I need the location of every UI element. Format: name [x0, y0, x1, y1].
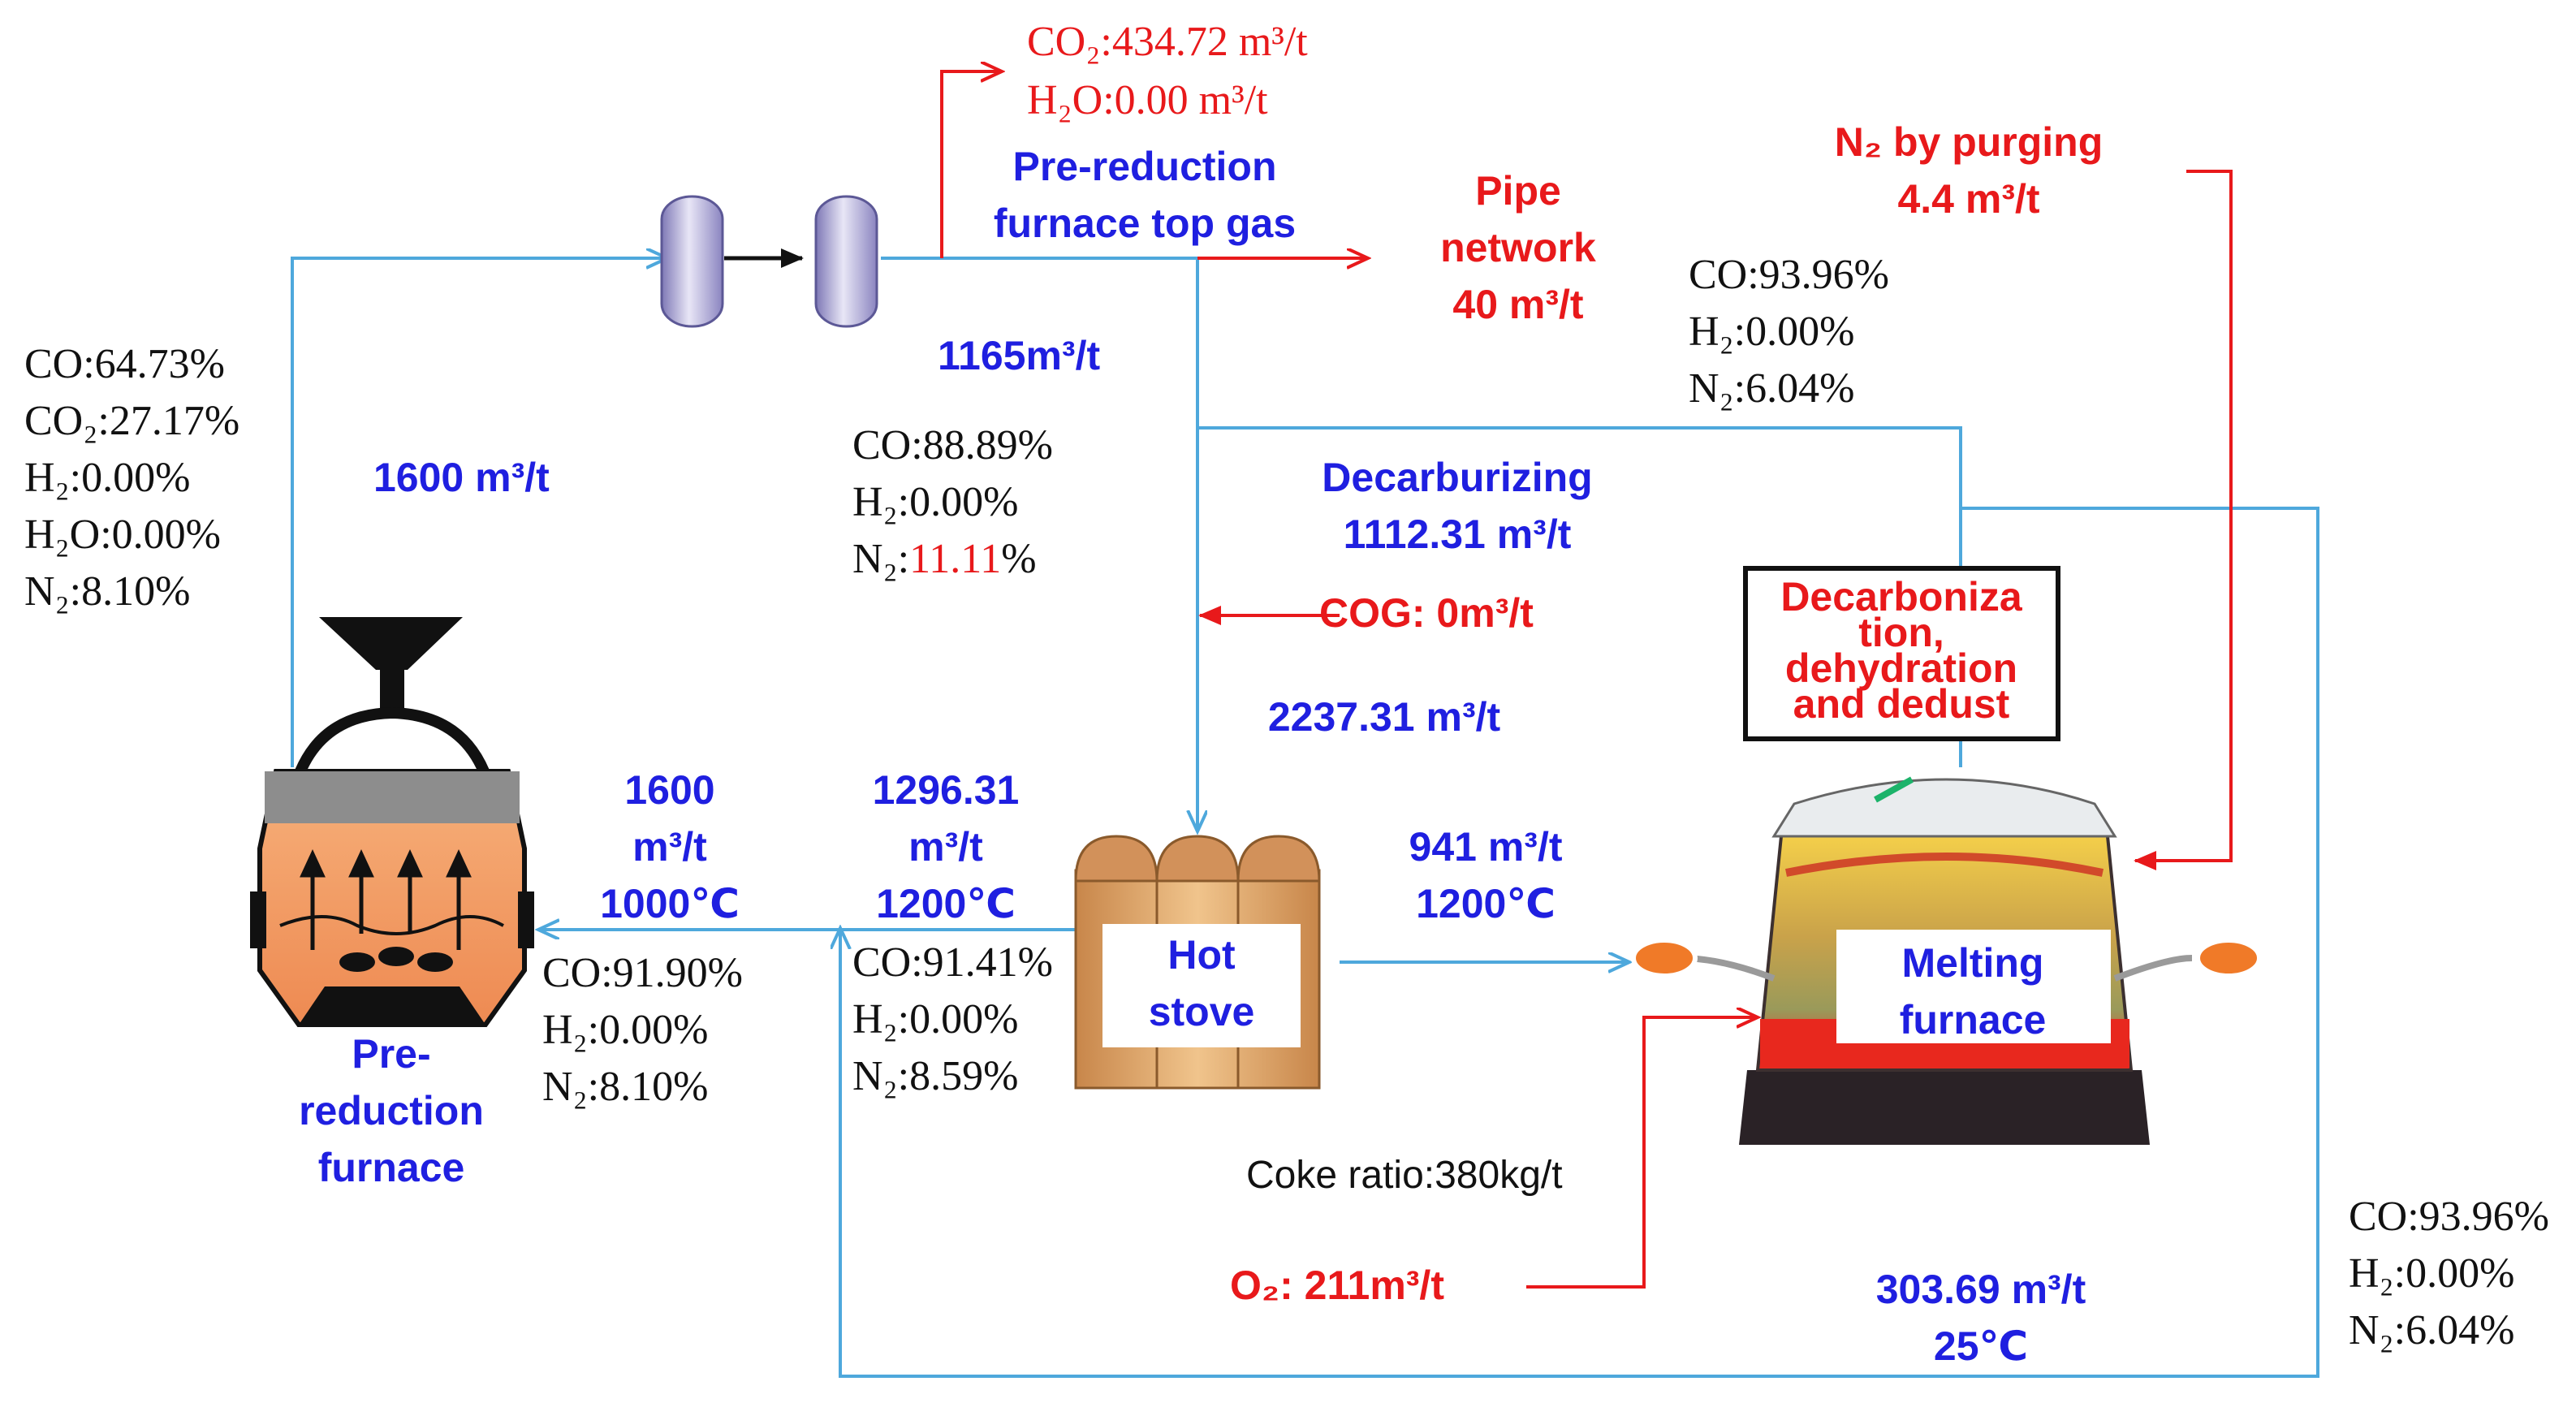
exhaust-co2: CO₂:434.72 m³/t: [1027, 19, 1308, 65]
svg-text:Hot: Hot: [1167, 932, 1236, 978]
svg-text:1600: 1600: [624, 767, 714, 813]
exhaust-h2o: H₂O:0.00 m³/t: [1027, 77, 1268, 123]
svg-text:N₂:8.59%: N₂:8.59%: [852, 1053, 1018, 1099]
svg-text:1000℃: 1000℃: [600, 881, 740, 926]
pre-reduction-furnace-label: Pre- reduction furnace: [299, 1031, 484, 1190]
decarburizing-label: Decarburizing 1112.31 m³/t: [1322, 455, 1592, 557]
svg-text:H₂:0.00%: H₂:0.00%: [852, 996, 1018, 1043]
svg-text:1112.31 m³/t: 1112.31 m³/t: [1344, 512, 1572, 557]
n2-purging-label: N₂ by purging 4.4 m³/t: [1835, 119, 2104, 222]
flow-2237: 2237.31 m³/t: [1268, 694, 1501, 740]
svg-text:and dedust: and dedust: [1793, 681, 2010, 727]
svg-text:CO:91.90%: CO:91.90%: [542, 950, 743, 996]
hot-stove-label: Hot stove: [1149, 932, 1255, 1034]
svg-text:H₂:0.00%: H₂:0.00%: [542, 1007, 708, 1053]
coke-ratio: Coke ratio:380kg/t: [1246, 1154, 1563, 1197]
flow-1165: 1165m³/t: [938, 333, 1100, 378]
svg-text:H₂:0.00%: H₂:0.00%: [24, 455, 190, 501]
svg-text:941 m³/t: 941 m³/t: [1409, 824, 1563, 870]
return-flow-label: 303.69 m³/t 25℃: [1876, 1267, 2086, 1369]
svg-text:N₂:8.10%: N₂:8.10%: [24, 568, 190, 615]
svg-text:furnace: furnace: [1900, 997, 2047, 1043]
svg-text:stove: stove: [1149, 989, 1255, 1034]
pipe-network-label: Pipe network 40 m³/t: [1440, 168, 1596, 327]
svg-text:Decarboniza: Decarboniza: [1780, 574, 2023, 619]
svg-text:N₂:6.04%: N₂:6.04%: [1689, 365, 1854, 412]
separator-column-1: [660, 195, 724, 328]
svg-text:CO:88.89%: CO:88.89%: [852, 422, 1053, 468]
pre-reduction-top-gas-label: Pre-reduction furnace top gas: [994, 144, 1296, 246]
top-exhaust-composition: CO₂:434.72 m³/t H₂O:0.00 m³/t: [1027, 19, 1308, 123]
stove-feed-composition: CO:91.41% H₂:0.00% N₂:8.59%: [852, 939, 1053, 1099]
svg-text:CO:93.96%: CO:93.96%: [1689, 252, 1889, 298]
svg-text:40 m³/t: 40 m³/t: [1452, 282, 1584, 327]
svg-text:Pipe: Pipe: [1475, 168, 1561, 214]
svg-text:Melting: Melting: [1902, 940, 2044, 986]
stove-feed-label: 1296.31 m³/t 1200℃: [873, 767, 1020, 926]
flow-1600-top: 1600 m³/t: [373, 455, 550, 500]
separator-column-icon: [814, 195, 878, 328]
svg-text:N₂:6.04%: N₂:6.04%: [2349, 1307, 2514, 1353]
svg-text:Pre-: Pre-: [352, 1031, 430, 1077]
svg-text:CO:91.41%: CO:91.41%: [852, 939, 1053, 986]
svg-text:reduction: reduction: [299, 1088, 484, 1133]
decarbonization-box-label: Decarboniza tion, dehydration and dedust: [1780, 574, 2023, 727]
svg-text:1296.31: 1296.31: [873, 767, 1020, 813]
pre-reduction-furnace-icon: [250, 617, 534, 1027]
svg-text:25℃: 25℃: [1934, 1323, 2028, 1369]
cog-flow: COG: 0m³/t: [1319, 590, 1534, 636]
svg-text:N₂:8.10%: N₂:8.10%: [542, 1064, 708, 1110]
separator-column-2: [814, 195, 878, 328]
mid-gas-composition: CO:88.89% H₂:0.00% N₂:11.11%: [852, 422, 1053, 582]
svg-text:m³/t: m³/t: [632, 824, 707, 870]
svg-text:tion,: tion,: [1858, 610, 1944, 655]
svg-text:CO:64.73%: CO:64.73%: [24, 341, 225, 387]
melting-furnace-label: Melting furnace: [1900, 940, 2047, 1043]
svg-text:Pre-reduction: Pre-reduction: [1012, 144, 1276, 189]
svg-text:m³/t: m³/t: [908, 824, 983, 870]
right-bottom-gas-composition: CO:93.96% H₂:0.00% N₂:6.04%: [2349, 1194, 2549, 1353]
separator-column-icon: [660, 195, 724, 328]
svg-text:CO:93.96%: CO:93.96%: [2349, 1194, 2549, 1240]
o2-flow: O₂: 211m³/t: [1230, 1263, 1444, 1308]
melt-feed-label: 941 m³/t 1200℃: [1409, 824, 1563, 926]
svg-text:network: network: [1440, 225, 1596, 270]
svg-text:Decarburizing: Decarburizing: [1322, 455, 1592, 500]
svg-text:H₂O:0.00%: H₂O:0.00%: [24, 512, 221, 558]
decarbonization-box: [1743, 566, 2060, 741]
svg-text:CO₂:27.17%: CO₂:27.17%: [24, 398, 239, 444]
pre-feed-composition: CO:91.90% H₂:0.00% N₂:8.10%: [542, 950, 743, 1110]
svg-text:H₂:0.00%: H₂:0.00%: [1689, 309, 1854, 355]
hot-stove-icon: [1074, 835, 1321, 1090]
svg-text:1200℃: 1200℃: [876, 881, 1016, 926]
svg-text:1200℃: 1200℃: [1416, 881, 1556, 926]
svg-text:4.4 m³/t: 4.4 m³/t: [1897, 176, 2039, 222]
red-flow-lines: [940, 71, 2233, 1289]
svg-text:furnace top gas: furnace top gas: [994, 201, 1296, 246]
svg-text:furnace: furnace: [318, 1145, 465, 1190]
svg-text:N₂ by purging: N₂ by purging: [1835, 119, 2104, 165]
pre-reduction-feed-label: 1600 m³/t 1000℃: [600, 767, 740, 926]
svg-text:dehydration: dehydration: [1785, 645, 2017, 691]
svg-text:H₂:0.00%: H₂:0.00%: [852, 479, 1018, 525]
svg-text:303.69 m³/t: 303.69 m³/t: [1876, 1267, 2086, 1312]
svg-text:H₂:0.00%: H₂:0.00%: [2349, 1250, 2514, 1297]
left-top-gas-composition: CO:64.73% CO₂:27.17% H₂:0.00% H₂O:0.00% …: [24, 341, 239, 615]
svg-text:N₂:11.11%: N₂:11.11%: [852, 536, 1037, 582]
melting-furnace-icon: [1631, 776, 2262, 1145]
right-top-gas-composition: CO:93.96% H₂:0.00% N₂:6.04%: [1689, 252, 1889, 412]
